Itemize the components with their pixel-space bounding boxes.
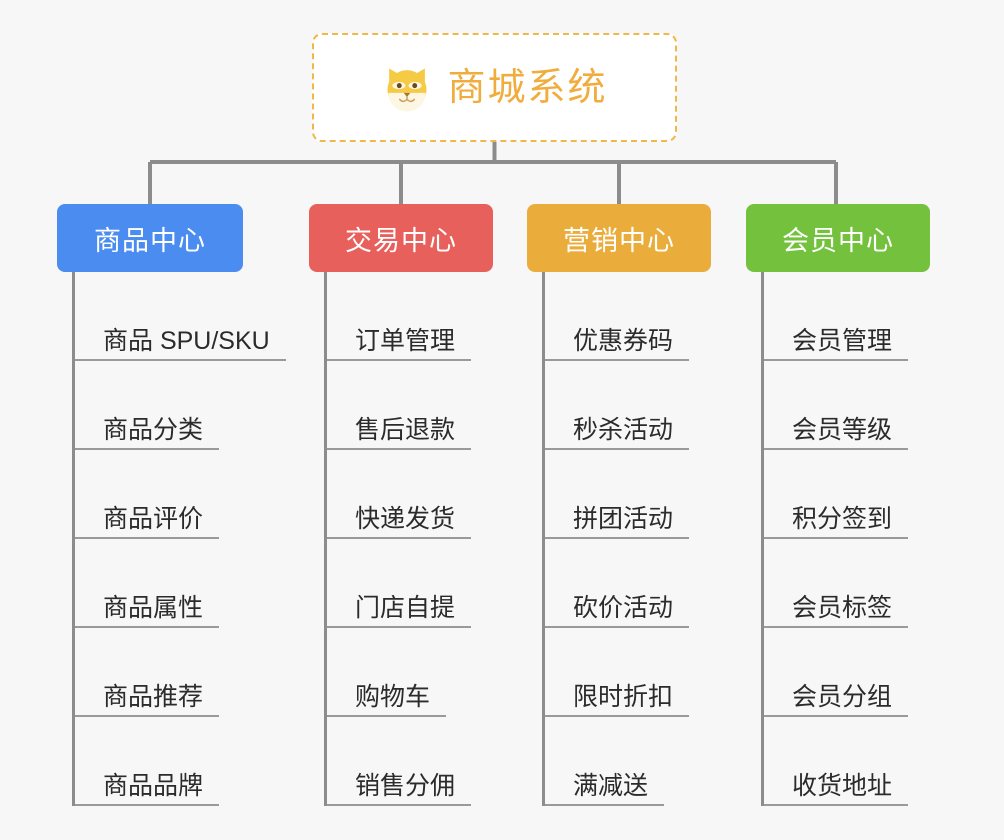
root-title: 商城系统 [447,66,608,109]
leaf-label: 砍价活动 [573,593,674,622]
leaf-item[interactable]: 商品品牌 [75,717,302,806]
leaf-item[interactable]: 会员分组 [764,628,991,717]
leaf-item[interactable]: 售后退款 [327,361,554,450]
leaf-label: 限时折扣 [573,682,674,711]
leaf-item[interactable]: 秒杀活动 [545,361,772,450]
leaf-item[interactable]: 积分签到 [764,450,991,539]
shiba-dog-face-icon [387,68,427,112]
leaf-item[interactable]: 优惠券码 [545,272,772,361]
leaf-item[interactable]: 订单管理 [327,272,554,361]
leaf-label: 满减送 [573,771,649,800]
category-label: 交易中心 [345,225,457,256]
leaf-label: 拼团活动 [573,504,674,533]
leaf-item[interactable]: 商品 SPU/SKU [75,272,302,361]
category-box-商品中心[interactable]: 商品中心 [57,204,243,272]
category-label: 商品中心 [94,225,206,256]
leaf-label: 商品推荐 [103,682,204,711]
leaf-item[interactable]: 门店自提 [327,539,554,628]
leaf-item[interactable]: 会员等级 [764,361,991,450]
leaf-column-会员中心: 会员管理 会员等级 积分签到 会员标签 会员分组 收货地址 [761,272,991,806]
leaf-label: 商品评价 [103,504,204,533]
leaf-label: 会员管理 [792,326,893,355]
leaf-item[interactable]: 商品分类 [75,361,302,450]
leaf-label: 优惠券码 [573,326,674,355]
leaf-label: 购物车 [355,682,431,711]
leaf-item[interactable]: 会员管理 [764,272,991,361]
leaf-item[interactable]: 收货地址 [764,717,991,806]
leaf-label: 会员标签 [792,593,893,622]
category-label: 营销中心 [563,225,675,256]
category-label: 会员中心 [782,225,894,256]
leaf-label: 商品品牌 [103,771,204,800]
leaf-item[interactable]: 限时折扣 [545,628,772,717]
leaf-column-营销中心: 优惠券码 秒杀活动 拼团活动 砍价活动 限时折扣 满减送 [542,272,772,806]
leaf-item[interactable]: 购物车 [327,628,554,717]
leaf-item[interactable]: 会员标签 [764,539,991,628]
leaf-column-商品中心: 商品 SPU/SKU 商品分类 商品评价 商品属性 商品推荐 商品品牌 [72,272,302,806]
leaf-label: 收货地址 [792,771,893,800]
leaf-item[interactable]: 销售分佣 [327,717,554,806]
leaf-item[interactable]: 快递发货 [327,450,554,539]
category-box-交易中心[interactable]: 交易中心 [309,204,493,272]
leaf-item[interactable]: 商品推荐 [75,628,302,717]
leaf-item[interactable]: 拼团活动 [545,450,772,539]
leaf-label: 售后退款 [355,415,456,444]
leaf-item[interactable]: 商品评价 [75,450,302,539]
leaf-label: 会员等级 [792,415,893,444]
leaf-column-交易中心: 订单管理 售后退款 快递发货 门店自提 购物车 销售分佣 [324,272,554,806]
leaf-label: 商品分类 [103,415,204,444]
leaf-label: 快递发货 [355,504,456,533]
category-box-会员中心[interactable]: 会员中心 [746,204,930,272]
category-box-营销中心[interactable]: 营销中心 [527,204,711,272]
leaf-label: 门店自提 [355,593,456,622]
leaf-label: 商品属性 [103,593,204,622]
leaf-item[interactable]: 砍价活动 [545,539,772,628]
root-node[interactable]: 商城系统 [312,33,677,142]
leaf-label: 会员分组 [792,682,893,711]
leaf-item[interactable]: 满减送 [545,717,772,806]
leaf-label: 销售分佣 [355,771,456,800]
leaf-label: 商品 SPU/SKU [103,326,270,355]
leaf-label: 秒杀活动 [573,415,674,444]
leaf-label: 订单管理 [355,326,456,355]
leaf-label: 积分签到 [792,504,893,533]
leaf-item[interactable]: 商品属性 [75,539,302,628]
